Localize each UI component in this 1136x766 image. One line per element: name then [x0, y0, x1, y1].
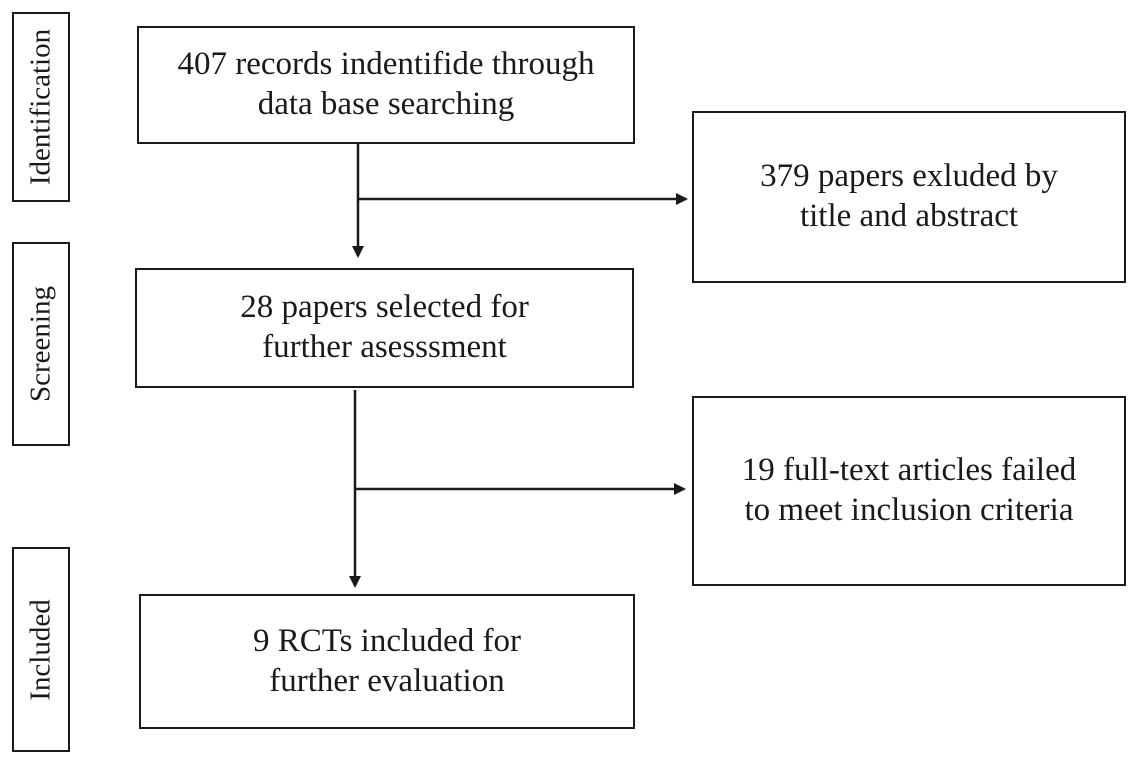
- box-failed-line-2: to meet inclusion criteria: [744, 492, 1074, 528]
- box-selected-line-2: further asesssment: [262, 329, 507, 365]
- box-excluded-line-2: title and abstract: [799, 198, 1019, 234]
- box-records-identified: 407 records indentifide through data bas…: [137, 26, 635, 144]
- box-records-identified-line-2: data base searching: [257, 86, 515, 122]
- box-included-line-1: 9 RCTs included for: [252, 622, 522, 659]
- box-included-rcts: 9 RCTs included for further evaluation: [139, 594, 635, 729]
- box-failed-criteria: 19 full-text articles failed to meet inc…: [692, 396, 1126, 586]
- box-selected-assessment: 28 papers selected for further asesssmen…: [135, 268, 634, 388]
- box-failed-line-1: 19 full-text articles failed: [741, 452, 1077, 489]
- box-excluded-title-abstract: 379 papers exluded by title and abstract: [692, 111, 1126, 283]
- box-selected-line-1: 28 papers selected for: [240, 289, 529, 326]
- box-excluded-line-1: 379 papers exluded by: [760, 158, 1058, 195]
- stage-screening: Screening: [12, 242, 70, 446]
- stage-included: Included: [12, 547, 70, 752]
- box-records-identified-line-1: 407 records indentifide through: [177, 46, 595, 83]
- stage-identification: Identification: [12, 12, 70, 202]
- box-included-line-2: further evaluation: [269, 662, 505, 699]
